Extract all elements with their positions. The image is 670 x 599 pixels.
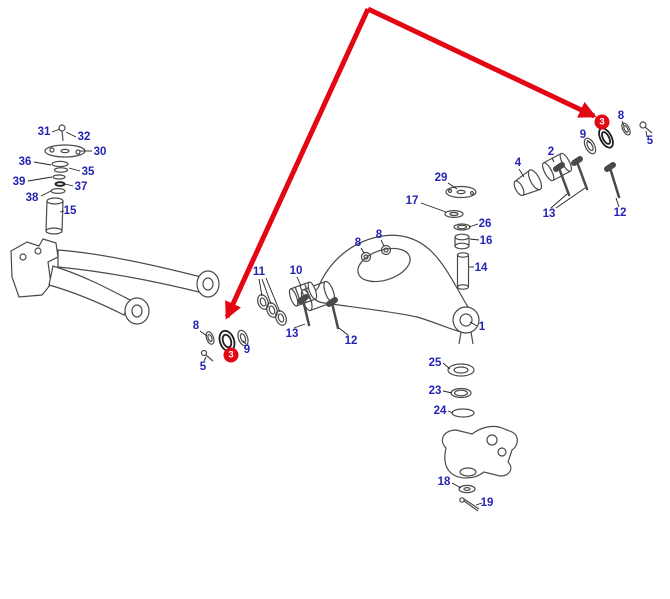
left-lower-control-arm-drawing — [10, 238, 220, 325]
ball-joint-and-knuckle-drawing — [441, 363, 518, 512]
callout-arrow-right — [366, 6, 597, 119]
leader-lines — [27, 120, 648, 506]
callout-arrow-left — [224, 7, 371, 320]
bolts-center-drawing — [297, 294, 340, 330]
pivot-pin-stack-drawing — [444, 185, 477, 290]
left-seal-parts-drawing — [200, 329, 249, 362]
bushing-and-rings-drawing — [257, 281, 318, 326]
left-kingpin-parts-drawing — [44, 124, 86, 235]
upper-control-arm-drawing — [300, 234, 480, 345]
callout-arrows — [224, 6, 597, 320]
right-bushing-stack-drawing — [513, 121, 653, 197]
bolts-right-drawing — [553, 156, 621, 199]
